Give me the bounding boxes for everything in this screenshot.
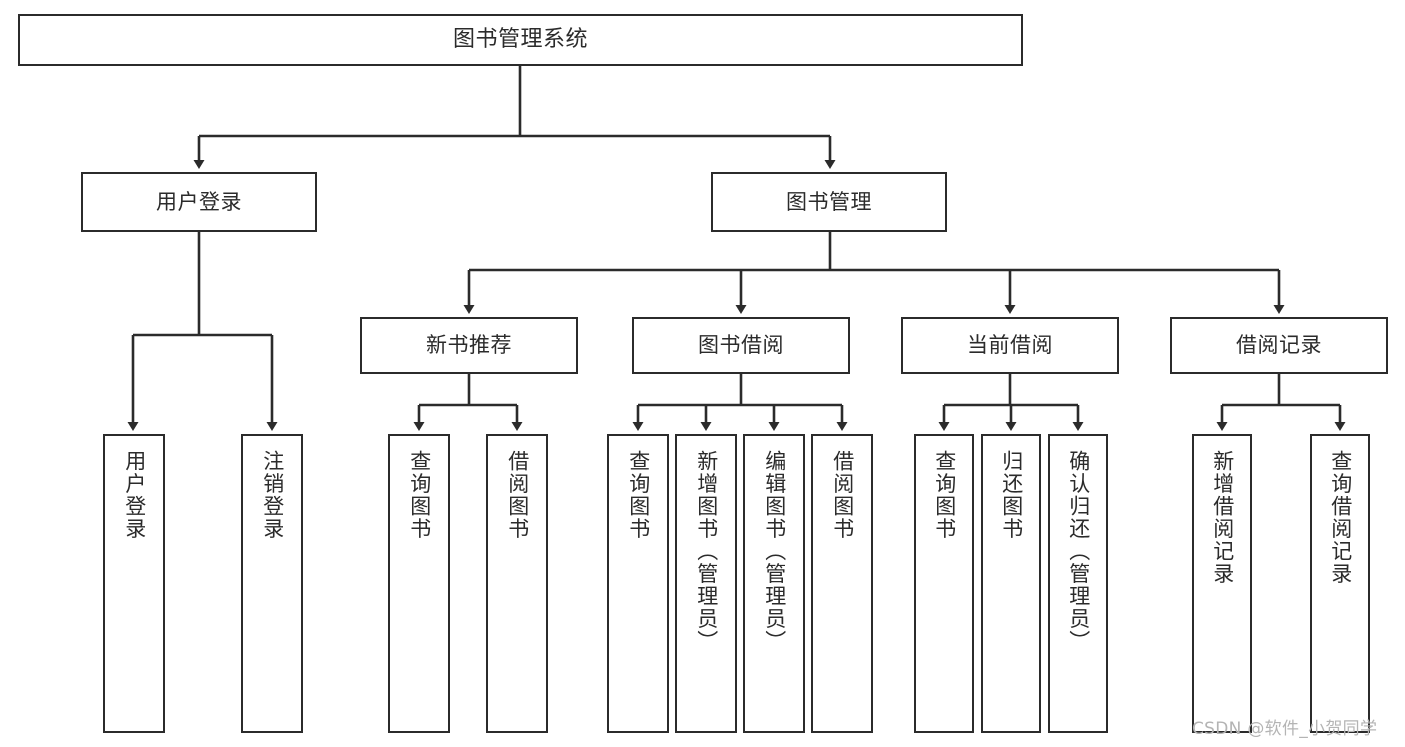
leaf-user-login-label: 用户登录 <box>122 450 147 540</box>
leaf-query-book-current-label: 查询图书 <box>932 450 957 540</box>
leaf-query-borrow-record-label: 查询借阅记录 <box>1328 450 1353 585</box>
node-user-login[interactable]: 用户登录 <box>81 172 317 232</box>
node-borrow-records-label: 借阅记录 <box>1236 333 1322 358</box>
leaf-edit-book-admin-label: 编辑图书（管理员） <box>762 450 787 653</box>
node-current-borrow-label: 当前借阅 <box>967 333 1053 358</box>
leaf-query-book-borrow[interactable]: 查询图书 <box>607 434 669 733</box>
leaf-return-book[interactable]: 归还图书 <box>981 434 1041 733</box>
leaf-user-login[interactable]: 用户登录 <box>103 434 165 733</box>
leaf-add-book-admin[interactable]: 新增图书（管理员） <box>675 434 737 733</box>
leaf-add-borrow-record[interactable]: 新增借阅记录 <box>1192 434 1252 733</box>
csdn-watermark: CSDN @软件_小贺同学 <box>1192 719 1378 739</box>
leaf-add-borrow-record-label: 新增借阅记录 <box>1210 450 1235 585</box>
leaf-return-book-label: 归还图书 <box>999 450 1024 540</box>
leaf-confirm-return-admin-label: 确认归还（管理员） <box>1066 450 1091 653</box>
node-book-borrow[interactable]: 图书借阅 <box>632 317 850 374</box>
node-root[interactable]: 图书管理系统 <box>18 14 1023 66</box>
leaf-add-book-admin-label: 新增图书（管理员） <box>694 450 719 653</box>
leaf-logout[interactable]: 注销登录 <box>241 434 303 733</box>
node-current-borrow[interactable]: 当前借阅 <box>901 317 1119 374</box>
node-new-book-recommend-label: 新书推荐 <box>426 333 512 358</box>
leaf-query-book-borrow-label: 查询图书 <box>626 450 651 540</box>
leaf-confirm-return-admin[interactable]: 确认归还（管理员） <box>1048 434 1108 733</box>
leaf-borrow-book-recommend-label: 借阅图书 <box>505 450 530 540</box>
node-user-login-label: 用户登录 <box>156 189 242 214</box>
leaf-query-borrow-record[interactable]: 查询借阅记录 <box>1310 434 1370 733</box>
node-root-label: 图书管理系统 <box>452 27 588 53</box>
leaf-edit-book-admin[interactable]: 编辑图书（管理员） <box>743 434 805 733</box>
node-borrow-records[interactable]: 借阅记录 <box>1170 317 1388 374</box>
node-book-management[interactable]: 图书管理 <box>711 172 947 232</box>
leaf-query-book-current[interactable]: 查询图书 <box>914 434 974 733</box>
leaf-borrow-book[interactable]: 借阅图书 <box>811 434 873 733</box>
node-book-management-label: 图书管理 <box>786 189 872 214</box>
leaf-borrow-book-label: 借阅图书 <box>830 450 855 540</box>
leaf-query-book-recommend[interactable]: 查询图书 <box>388 434 450 733</box>
leaf-query-book-recommend-label: 查询图书 <box>407 450 432 540</box>
node-book-borrow-label: 图书借阅 <box>698 333 784 358</box>
node-new-book-recommend[interactable]: 新书推荐 <box>360 317 578 374</box>
leaf-borrow-book-recommend[interactable]: 借阅图书 <box>486 434 548 733</box>
leaf-logout-label: 注销登录 <box>260 450 285 540</box>
